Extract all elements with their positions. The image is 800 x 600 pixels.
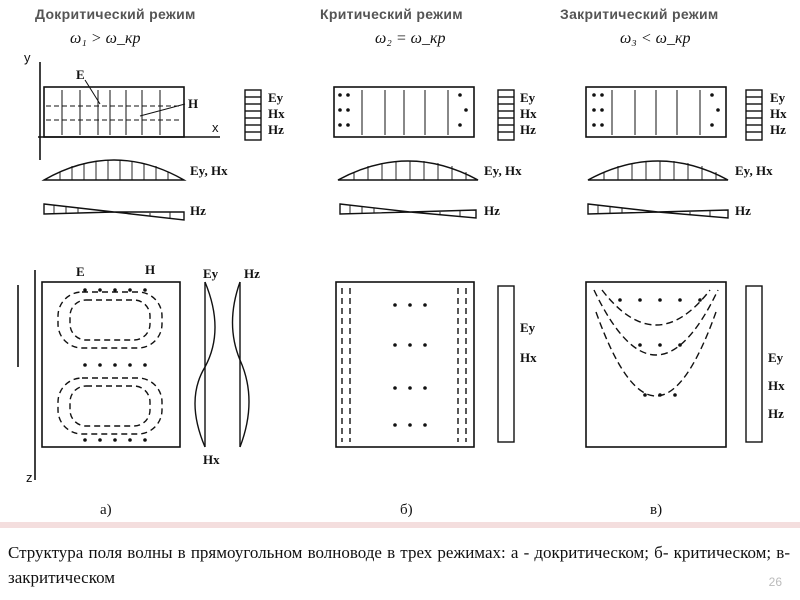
cross-section-a: [43, 86, 185, 138]
page-number: 26: [768, 575, 782, 589]
condition-subcritical: ω₁ > ω_кр: [70, 30, 141, 47]
label-hz-long-c: Hz: [768, 406, 784, 421]
half-sine-profiles: [41, 159, 729, 181]
label-h-top: H: [188, 96, 199, 111]
label-e-top: E: [76, 67, 85, 82]
cross-section-c: [585, 86, 727, 138]
sublabel-c: в): [650, 502, 663, 518]
separator-band: [0, 522, 800, 528]
label-ey-b: Ey: [520, 90, 536, 105]
field-lines-b: [361, 90, 449, 135]
label-hx-b: Hx: [520, 106, 537, 121]
hz-profiles: [43, 203, 729, 221]
header-subcritical: Докритический режим: [35, 6, 196, 22]
field-lines-c: [611, 90, 701, 135]
label-h-bottom: H: [145, 262, 156, 277]
header-critical: Критический режим: [320, 6, 463, 22]
label-e-bottom: E: [76, 264, 85, 279]
profile-bars-top: [244, 89, 763, 141]
label-hz-b: Hz: [520, 122, 536, 137]
label-hx-c: Hx: [770, 106, 787, 121]
label-hz-c: Hz: [770, 122, 786, 137]
caption: Структура поля волны в прямоугольном вол…: [8, 543, 790, 587]
x-axis-label: x: [212, 120, 219, 135]
label-ey-a: Ey: [268, 90, 284, 105]
header-supercritical: Закритический режим: [560, 6, 719, 22]
longitudinal-b: [335, 281, 515, 448]
label-eyhx-c: Ey, Hx: [735, 163, 773, 178]
label-eyhx-b: Ey, Hx: [484, 163, 522, 178]
label-ey-long-a: Ey: [203, 266, 219, 281]
label-eyhx-a: Ey, Hx: [190, 163, 228, 178]
condition-critical: ω₂ = ω_кр: [375, 30, 446, 47]
condition-supercritical: ω₃ < ω_кр: [620, 30, 691, 47]
dots-b: [393, 303, 427, 427]
label-ey-c: Ey: [770, 90, 786, 105]
dots-c: [618, 298, 702, 397]
label-hx-a: Hx: [268, 106, 285, 121]
z-axis-label: z: [26, 470, 33, 485]
label-hx-long-a: Hx: [203, 452, 220, 467]
sublabel-a: а): [100, 502, 112, 518]
dots-top: [338, 93, 720, 127]
cross-section-b: [333, 86, 475, 138]
label-hz-long-a: Hz: [244, 266, 260, 281]
label-hx-long-c: Hx: [768, 378, 785, 393]
label-hz-a: Hz: [268, 122, 284, 137]
label-hz-profile-b: Hz: [484, 203, 500, 218]
longitudinal-c: [585, 281, 763, 448]
dots-a: [83, 288, 147, 442]
y-axis-label: y: [24, 50, 31, 65]
label-ey-long-b: Ey: [520, 320, 536, 335]
label-hz-profile-c: Hz: [735, 203, 751, 218]
label-hz-profile-a: Hz: [190, 203, 206, 218]
longitudinal-a: [17, 270, 250, 480]
label-ey-long-c: Ey: [768, 350, 784, 365]
field-lines-a: [46, 79, 186, 135]
sublabel-b: б): [400, 502, 413, 518]
label-hx-long-b: Hx: [520, 350, 537, 365]
